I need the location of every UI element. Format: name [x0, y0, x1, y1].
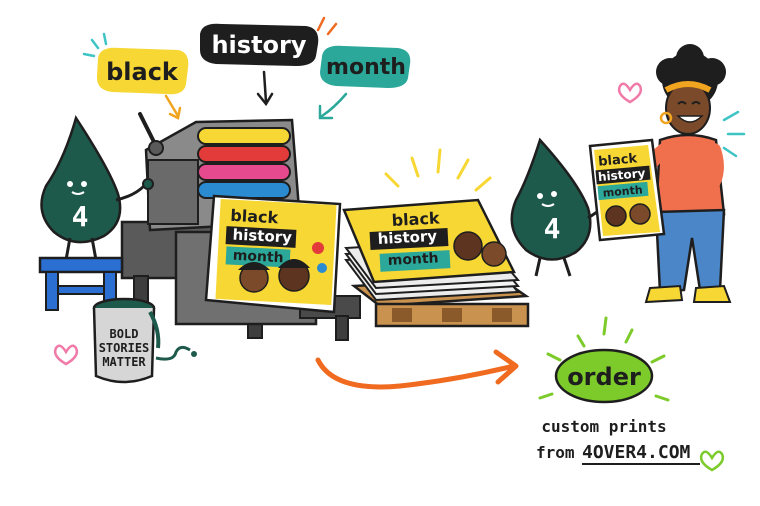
cta-line1: custom prints	[541, 417, 666, 436]
label-black: black	[96, 47, 189, 95]
sparkle-icon	[82, 32, 108, 58]
arrow-icon	[164, 94, 182, 120]
arrow-icon	[315, 349, 519, 390]
press-mascot: 4	[40, 115, 154, 261]
paint-can-line1: BOLD	[110, 327, 139, 341]
cta-site-link[interactable]: 4OVER4.COM	[582, 442, 691, 463]
heart-icon	[617, 82, 643, 104]
step-stool	[38, 256, 124, 311]
poster-stack: black history month	[342, 198, 530, 328]
arrow-icon	[256, 70, 274, 107]
label-history: history	[200, 23, 319, 66]
stack-poster-line2: history	[377, 227, 437, 248]
paint-can-line3: MATTER	[102, 355, 146, 369]
paint-can: BOLD STORIES MATTER	[92, 297, 197, 384]
stack-poster-line3: month	[387, 250, 439, 269]
held-poster-line3: month	[602, 183, 643, 199]
held-poster-line1: black	[598, 151, 638, 169]
sparkle-icon	[316, 16, 338, 36]
press-mascot-number: 4	[72, 200, 89, 233]
poster-mascot: 4	[510, 137, 601, 277]
label-history-text: history	[211, 31, 306, 59]
sparkle-icon	[538, 316, 670, 402]
press-poster-line2: history	[232, 225, 292, 246]
held-poster: black history month	[588, 138, 666, 242]
paint-can-line2: STORIES	[99, 341, 150, 355]
sparkle-icon	[722, 110, 746, 158]
label-month: month	[320, 45, 411, 88]
press-poster: black history month	[204, 194, 342, 314]
sparkle-icon	[384, 148, 492, 192]
stack-poster-line1: black	[391, 208, 440, 229]
cta-line2-prefix: from	[536, 443, 575, 462]
arrow-icon	[318, 92, 348, 120]
press-poster-line1: black	[230, 206, 279, 227]
label-black-text: black	[106, 58, 179, 86]
heart-icon	[699, 450, 725, 472]
poster-mascot-number: 4	[544, 212, 561, 245]
press-poster-line3: month	[232, 248, 284, 267]
woman-figure	[629, 44, 732, 304]
heart-icon	[53, 344, 79, 366]
label-month-text: month	[326, 55, 406, 80]
held-poster-line2: history	[597, 166, 646, 184]
order-button-label[interactable]: order	[567, 363, 641, 391]
order-button[interactable]: order	[554, 348, 654, 404]
